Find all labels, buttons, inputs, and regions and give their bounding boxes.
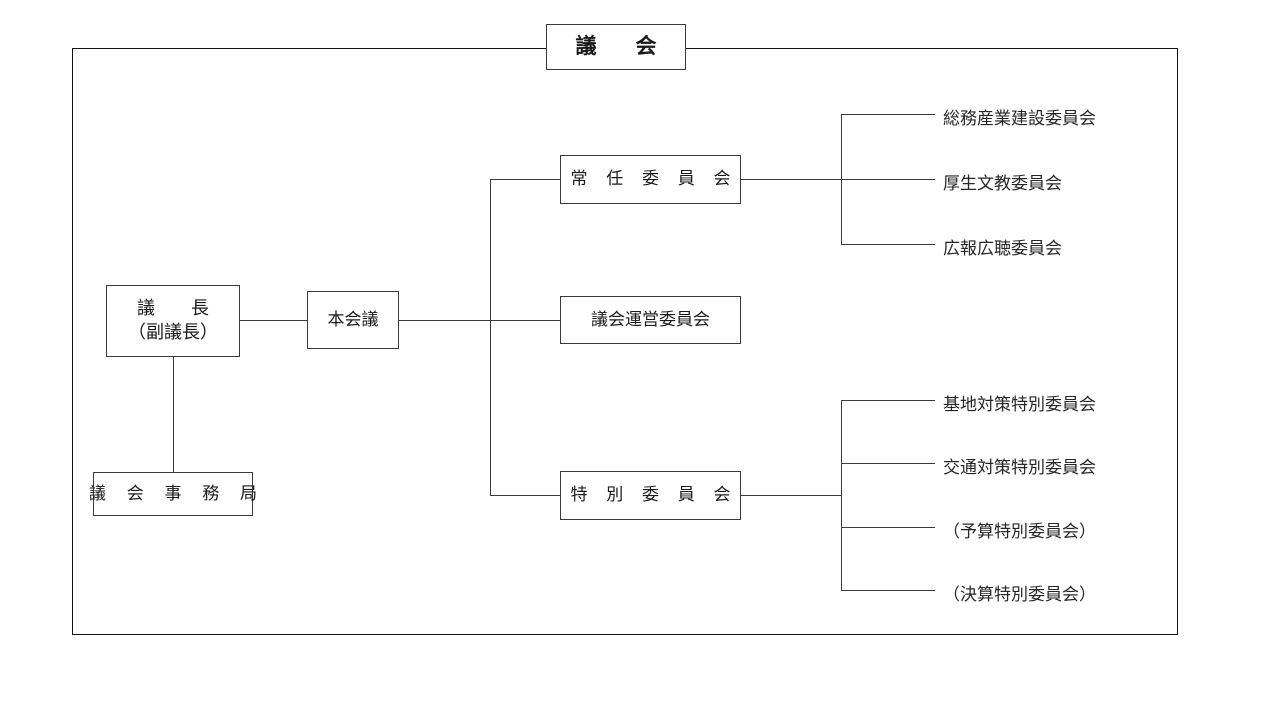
node-special-committee: 特 別 委 員 会 [560, 471, 741, 520]
node-standing-committee-label: 常 任 委 員 会 [570, 169, 738, 189]
branch-line-special-1 [841, 400, 935, 401]
leaf-special-committee-3: （予算特別委員会） [943, 522, 1096, 541]
node-standing-committee: 常 任 委 員 会 [560, 155, 741, 204]
node-special-committee-label: 特 別 委 員 会 [570, 485, 738, 505]
connector-chairperson-to-secretariat [173, 357, 174, 472]
node-chairperson-line2: （副議長） [128, 322, 218, 342]
branch-line-standing-2 [841, 179, 935, 180]
branch-line-special-4 [841, 590, 935, 591]
leaf-standing-committee-3: 広報広聴委員会 [943, 239, 1062, 258]
branch-line-special-2 [841, 463, 935, 464]
node-root-assembly: 議 会 [546, 24, 686, 70]
connector-plenary-to-committee-trunk [399, 320, 560, 321]
connector-trunk-to-standing-committee [490, 179, 560, 180]
connector-special-committee-to-branch [741, 495, 841, 496]
node-secretariat: 議 会 事 務 局 [89, 472, 257, 516]
connector-standing-committee-to-branch [741, 179, 841, 180]
branch-line-standing-3 [841, 244, 935, 245]
node-secretariat-label: 議 会 事 務 局 [89, 483, 265, 503]
node-chairperson-line1: 議 長 [137, 298, 218, 319]
leaf-standing-committee-2: 厚生文教委員会 [943, 174, 1062, 193]
node-steering-committee: 議会運営委員会 [560, 296, 741, 344]
committee-trunk-line [490, 179, 491, 495]
leaf-special-committee-1: 基地対策特別委員会 [943, 395, 1096, 414]
node-chairperson: 議 長 （副議長） [106, 285, 240, 357]
special-committee-branch-trunk [841, 400, 842, 590]
connector-trunk-to-special-committee [490, 495, 560, 496]
leaf-standing-committee-1: 総務産業建設委員会 [943, 109, 1096, 128]
connector-chairperson-to-plenary [240, 320, 307, 321]
leaf-special-committee-4: （決算特別委員会） [943, 585, 1096, 604]
node-root-assembly-label: 議 会 [575, 35, 666, 59]
branch-line-special-3 [841, 527, 935, 528]
node-plenary: 本会議 [307, 291, 399, 349]
node-plenary-label: 本会議 [327, 309, 379, 329]
leaf-special-committee-2: 交通対策特別委員会 [943, 458, 1096, 477]
branch-line-standing-1 [841, 114, 935, 115]
node-steering-committee-label: 議会運営委員会 [591, 309, 710, 329]
